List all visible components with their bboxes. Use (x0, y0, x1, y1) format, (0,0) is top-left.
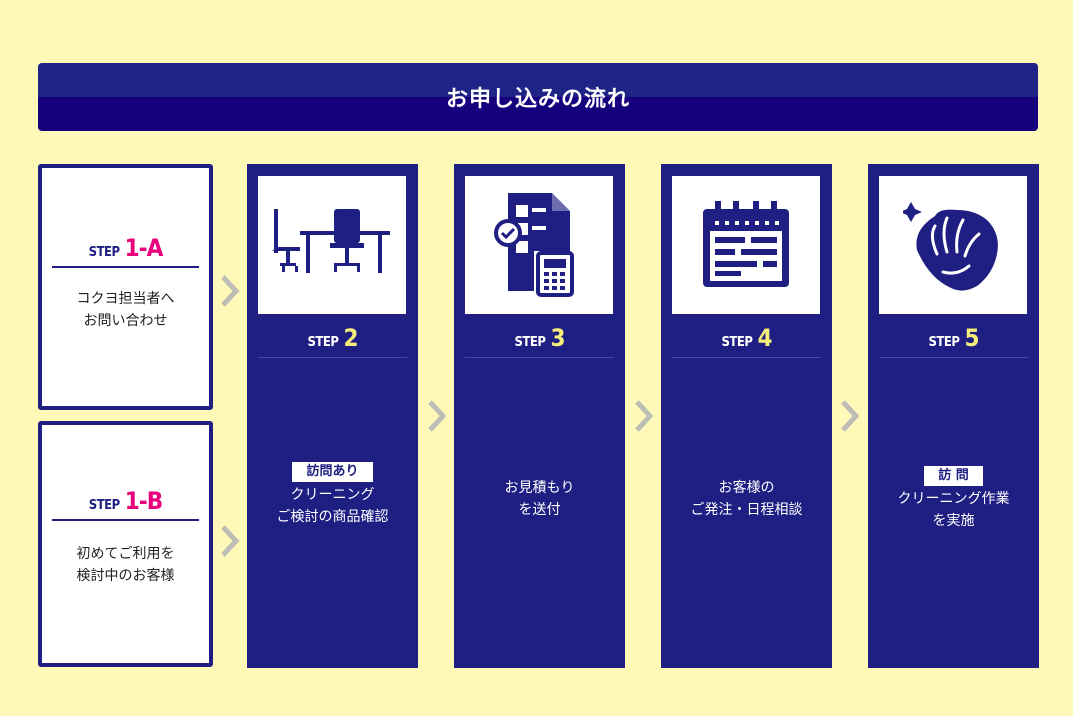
step-1a-label: STEP 1-A (88, 234, 164, 262)
step-5-icon-box (879, 176, 1027, 314)
step-2-label: STEP 2 (307, 324, 358, 352)
chevron-right-icon (841, 400, 860, 432)
chevron-right-icon (635, 400, 654, 432)
chevron-right-icon (221, 275, 240, 307)
step-4-column: STEP 4 お客様の ご発注・日程相談 (661, 164, 832, 668)
chevron-right-icon (428, 400, 447, 432)
estimate-document-calculator-icon (494, 193, 574, 297)
step-3-icon-box (465, 176, 613, 314)
cleaning-glove-icon (903, 202, 998, 291)
step-2-icon-box (258, 176, 406, 314)
step-1a-description: コクヨ担当者へ お問い合わせ (76, 291, 175, 329)
visit-badge: 訪 問 (924, 466, 983, 486)
step-5-label: STEP 5 (928, 324, 979, 352)
divider (672, 357, 821, 358)
divider (52, 266, 199, 268)
step-5-description: 訪 問 クリーニング作業 を実施 (897, 466, 1010, 529)
visit-badge: 訪問あり (292, 462, 373, 482)
step-4-icon-box (672, 176, 820, 314)
title-bar: お申し込みの流れ (38, 63, 1038, 131)
step-2-column: STEP 2 訪問あり クリーニング ご検討の商品確認 (247, 164, 418, 668)
step-4-label: STEP 4 (721, 324, 772, 352)
step-1b-label: STEP 1-B (88, 487, 163, 515)
step-1a-card: STEP 1-A コクヨ担当者へ お問い合わせ (38, 164, 213, 410)
office-desk-chair-icon (272, 209, 390, 273)
divider (258, 357, 407, 358)
step-4-description: お客様の ご発注・日程相談 (690, 480, 803, 518)
divider (52, 519, 199, 521)
step-3-description: お見積もり を送付 (504, 480, 575, 518)
divider (879, 357, 1028, 358)
divider (465, 357, 614, 358)
page-title: お申し込みの流れ (445, 87, 630, 112)
chevron-right-icon (221, 525, 240, 557)
step-1b-card: STEP 1-B 初めてご利用を 検討中のお客様 (38, 421, 213, 667)
step-1b-description: 初めてご利用を 検討中のお客様 (76, 546, 175, 584)
step-3-label: STEP 3 (514, 324, 565, 352)
calendar-icon (703, 201, 789, 287)
step-5-column: STEP 5 訪 問 クリーニング作業 を実施 (868, 164, 1039, 668)
step-3-column: STEP 3 お見積もり を送付 (454, 164, 625, 668)
step-2-description: 訪問あり クリーニング ご検討の商品確認 (276, 462, 389, 525)
